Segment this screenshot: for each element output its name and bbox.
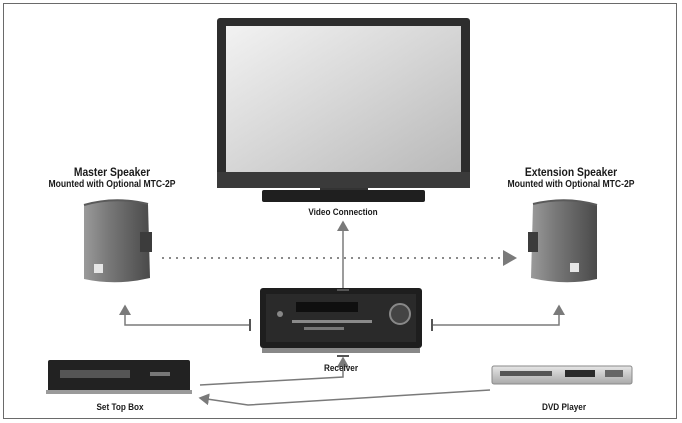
dvd-player-label: DVD Player (521, 403, 607, 413)
master-speaker-wire (125, 306, 250, 325)
extension-speaker-title: Extension Speaker (507, 166, 636, 178)
set-top-box-label: Set Top Box (77, 403, 163, 413)
master-speaker-subtitle: Mounted with Optional MTC-2P (41, 180, 182, 190)
receiver-label: Receiver (307, 364, 376, 374)
dvd-player-wire (200, 390, 490, 405)
master-speaker-title: Master Speaker (52, 166, 172, 178)
extension-speaker (528, 200, 597, 282)
extension-speaker-wire (432, 306, 559, 325)
master-speaker (84, 200, 152, 282)
television (217, 18, 470, 202)
video-connection-label: Video Connection (291, 208, 394, 218)
receiver-unit (260, 288, 422, 353)
set-top-box (46, 360, 192, 394)
dvd-player (492, 366, 632, 384)
extension-speaker-subtitle: Mounted with Optional MTC-2P (500, 180, 641, 190)
